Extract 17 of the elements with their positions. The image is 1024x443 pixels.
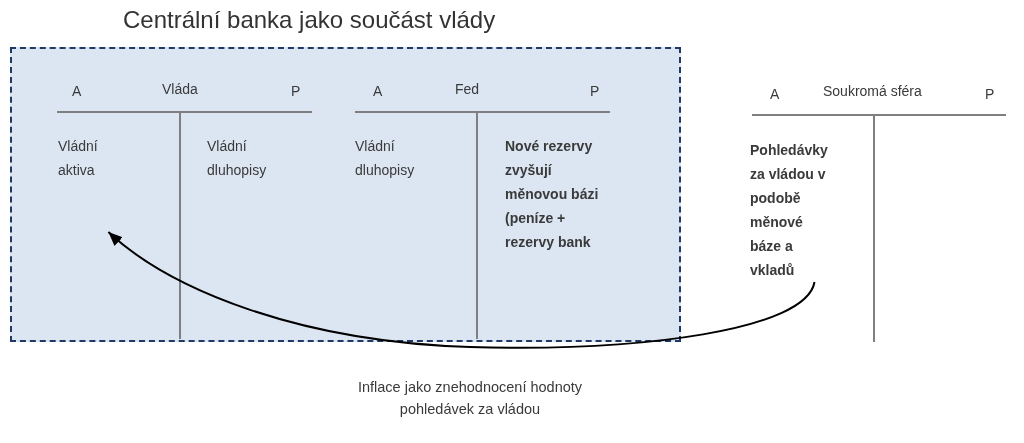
account-title: Soukromá sféra [823, 82, 922, 101]
edge-label: Inflace jako znehodnocení hodnoty pohledávek za vládou [356, 378, 584, 419]
side-label: A [72, 82, 82, 101]
group-title: Centrální banka jako součást vlády [123, 5, 496, 35]
account-entry: Pohledávky za vládou v podobě měnové báze a vkladů [750, 138, 836, 282]
side-label: P [985, 85, 995, 104]
account-title: Fed [455, 80, 480, 99]
account-entry: Nové rezervy zvyšují měnovou bázi (peníze + rezervy bank [505, 137, 600, 252]
account-title: Vláda [162, 80, 198, 99]
account-entry: Vládní dluhopisy [207, 137, 268, 180]
account-entry: Vládní dluhopisy [355, 137, 416, 180]
side-label: A [373, 82, 383, 101]
side-label: P [590, 82, 600, 101]
side-label: A [770, 85, 780, 104]
curved-arrow [107, 231, 816, 349]
account-entry: Vládní aktiva [58, 134, 130, 232]
side-label: P [291, 82, 301, 101]
